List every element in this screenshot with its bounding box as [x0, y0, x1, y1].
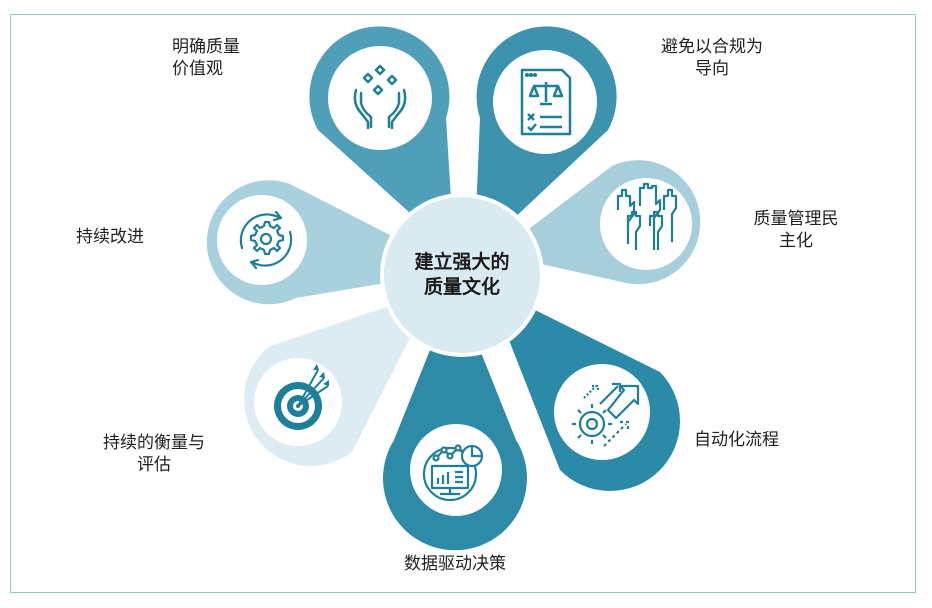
- diagram-frame: [10, 14, 916, 593]
- label-line: 评估: [137, 455, 171, 475]
- petal-automation: [505, 310, 681, 492]
- label-line: 主化: [779, 231, 813, 251]
- gear-cycle-icon: [239, 210, 293, 270]
- label-measure: 持续的衡量与 评估: [94, 432, 214, 476]
- label-line: 导向: [695, 59, 729, 79]
- label-clear-values: 明确质量 价值观: [172, 36, 240, 80]
- label-line: 数据驱动决策: [404, 554, 506, 574]
- raised-hands-icon: [616, 182, 678, 250]
- center-title: 建立强大的 质量文化: [384, 250, 540, 300]
- label-line: 持续的衡量与: [103, 433, 205, 453]
- label-data-driven: 数据驱动决策: [390, 553, 520, 575]
- label-continuous-improvement: 持续改进: [76, 226, 144, 248]
- target-arrows-icon: [274, 364, 329, 430]
- label-line: 价值观: [172, 59, 223, 79]
- petal-clear-values: [309, 26, 452, 223]
- label-line: 持续改进: [76, 227, 144, 247]
- petal-democratize: [530, 160, 701, 285]
- center-title-line1: 建立强大的: [414, 251, 510, 273]
- center-title-line2: 质量文化: [423, 276, 500, 298]
- center-circle: [384, 197, 540, 353]
- label-democratize: 质量管理民 主化: [744, 208, 848, 252]
- label-line: 自动化流程: [694, 430, 779, 450]
- label-line: 明确质量: [172, 37, 240, 57]
- hands-sparkles-icon: [353, 64, 407, 130]
- gear-arrows-up-icon: [572, 382, 640, 447]
- analytics-dashboard-icon: [422, 444, 484, 502]
- label-avoid-compliance: 避免以合规为 导向: [652, 36, 772, 80]
- legal-document-scale-icon: [520, 68, 572, 136]
- label-line: 质量管理民: [753, 209, 839, 229]
- petal-measure: [243, 305, 418, 467]
- petal-continuous-improvement: [206, 180, 396, 305]
- label-line: 避免以合规为: [661, 37, 763, 57]
- label-automation: 自动化流程: [694, 429, 779, 451]
